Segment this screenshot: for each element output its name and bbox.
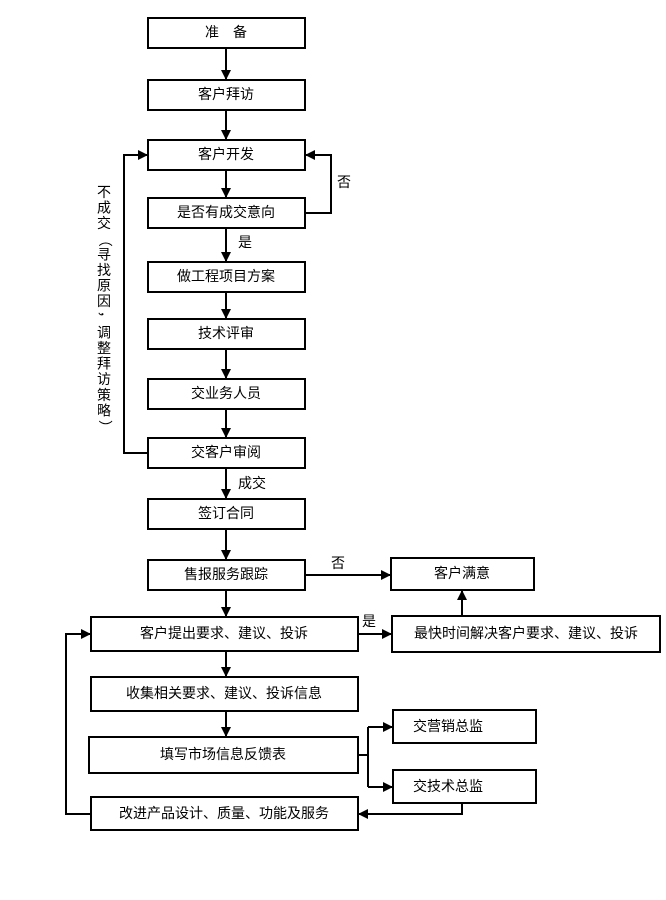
edge-label-not-satisfied: 否 [331,556,345,572]
node-customer-review-label: 交客户审阅 [191,444,261,461]
side-label-char: 交 [97,215,111,232]
node-improve: 改进产品设计、质量、功能及服务 [90,796,359,831]
side-label-char: 不 [97,185,111,201]
node-develop: 客户开发 [147,139,306,171]
side-label-char: 原 [97,279,111,295]
arrow-intent-no-loop [305,150,332,214]
node-tech-director-label: 交技术总监 [413,778,483,795]
node-followup: 售报服务跟踪 [147,559,306,591]
node-improve-label: 改进产品设计、质量、功能及服务 [119,806,329,822]
edge-label-deal: 成交 [238,475,266,492]
node-contract: 签订合同 [147,498,306,530]
node-marketing-director: 交营销总监 [392,709,537,744]
node-feedback-form-label: 填写市场信息反馈表 [160,746,286,763]
node-collect-label: 收集相关要求、建议、投诉信息 [126,685,322,702]
side-label-char: 略 [97,403,111,419]
node-feedback-form: 填写市场信息反馈表 [88,736,359,774]
side-label-char: 因 [97,294,111,310]
node-prepare: 准 备 [147,17,306,49]
node-intent: 是否有成交意向 [147,197,306,229]
edge-label-yes-intent: 是 [238,235,252,251]
node-satisfied: 客户满意 [390,557,535,591]
side-label-char: 策 [97,387,111,404]
node-collect: 收集相关要求、建议、投诉信息 [90,676,359,712]
side-label-char: 整 [97,341,111,357]
side-label-char: 访 [97,372,111,388]
arrow-no-deal-loop [123,150,148,454]
side-label-char: 寻 [97,247,111,263]
node-visit-label: 客户拜访 [198,86,254,103]
node-marketing-director-label: 交营销总监 [413,718,483,735]
arrow-improve-requests [65,629,91,815]
side-label-char: ） [96,420,112,434]
node-review-label: 技术评审 [198,326,254,342]
edge-label-no-intent: 否 [337,175,351,191]
side-label-char: （ [96,233,112,247]
node-review: 技术评审 [147,318,306,350]
node-followup-label: 售报服务跟踪 [184,567,268,583]
node-prepare-label: 准 备 [205,24,247,41]
side-label-char: 拜 [97,357,111,373]
node-business-label: 交业务人员 [191,385,261,402]
side-label-char: 找 [97,263,111,279]
node-resolve: 最快时间解决客户要求、建议、投诉 [391,615,661,653]
side-label-char: 成 [97,201,111,217]
node-intent-label: 是否有成交意向 [177,204,275,221]
side-label-char: 调 [97,325,111,341]
node-resolve-label: 最快时间解决客户要求、建议、投诉 [414,625,638,642]
arrow-tech-improve [358,803,463,819]
node-business: 交业务人员 [147,378,306,410]
node-plan-label: 做工程项目方案 [177,268,275,285]
node-customer-review: 交客户审阅 [147,437,306,469]
node-satisfied-label: 客户满意 [434,565,490,582]
node-requests: 客户提出要求、建议、投诉 [90,616,359,652]
node-requests-label: 客户提出要求、建议、投诉 [140,625,308,642]
node-contract-label: 签订合同 [198,505,254,522]
node-develop-label: 客户开发 [198,146,254,163]
side-label-char: ， [96,311,112,325]
node-plan: 做工程项目方案 [147,261,306,293]
node-tech-director: 交技术总监 [392,769,537,804]
edge-label-yes-requests: 是 [362,614,376,630]
node-visit: 客户拜访 [147,79,306,111]
